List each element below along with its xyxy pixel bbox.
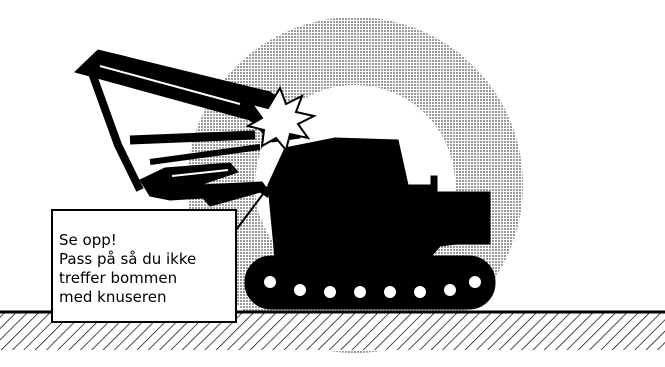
warning-callout: Se opp! Pass på så du ikke treffer bomme… [51,209,237,323]
warning-line-3: treffer bommen [59,269,229,288]
warning-line-4: med knuseren [59,288,229,307]
warning-line-2: Pass på så du ikke [59,250,229,269]
crawler-track [245,256,495,309]
warning-line-1: Se opp! [59,231,229,250]
